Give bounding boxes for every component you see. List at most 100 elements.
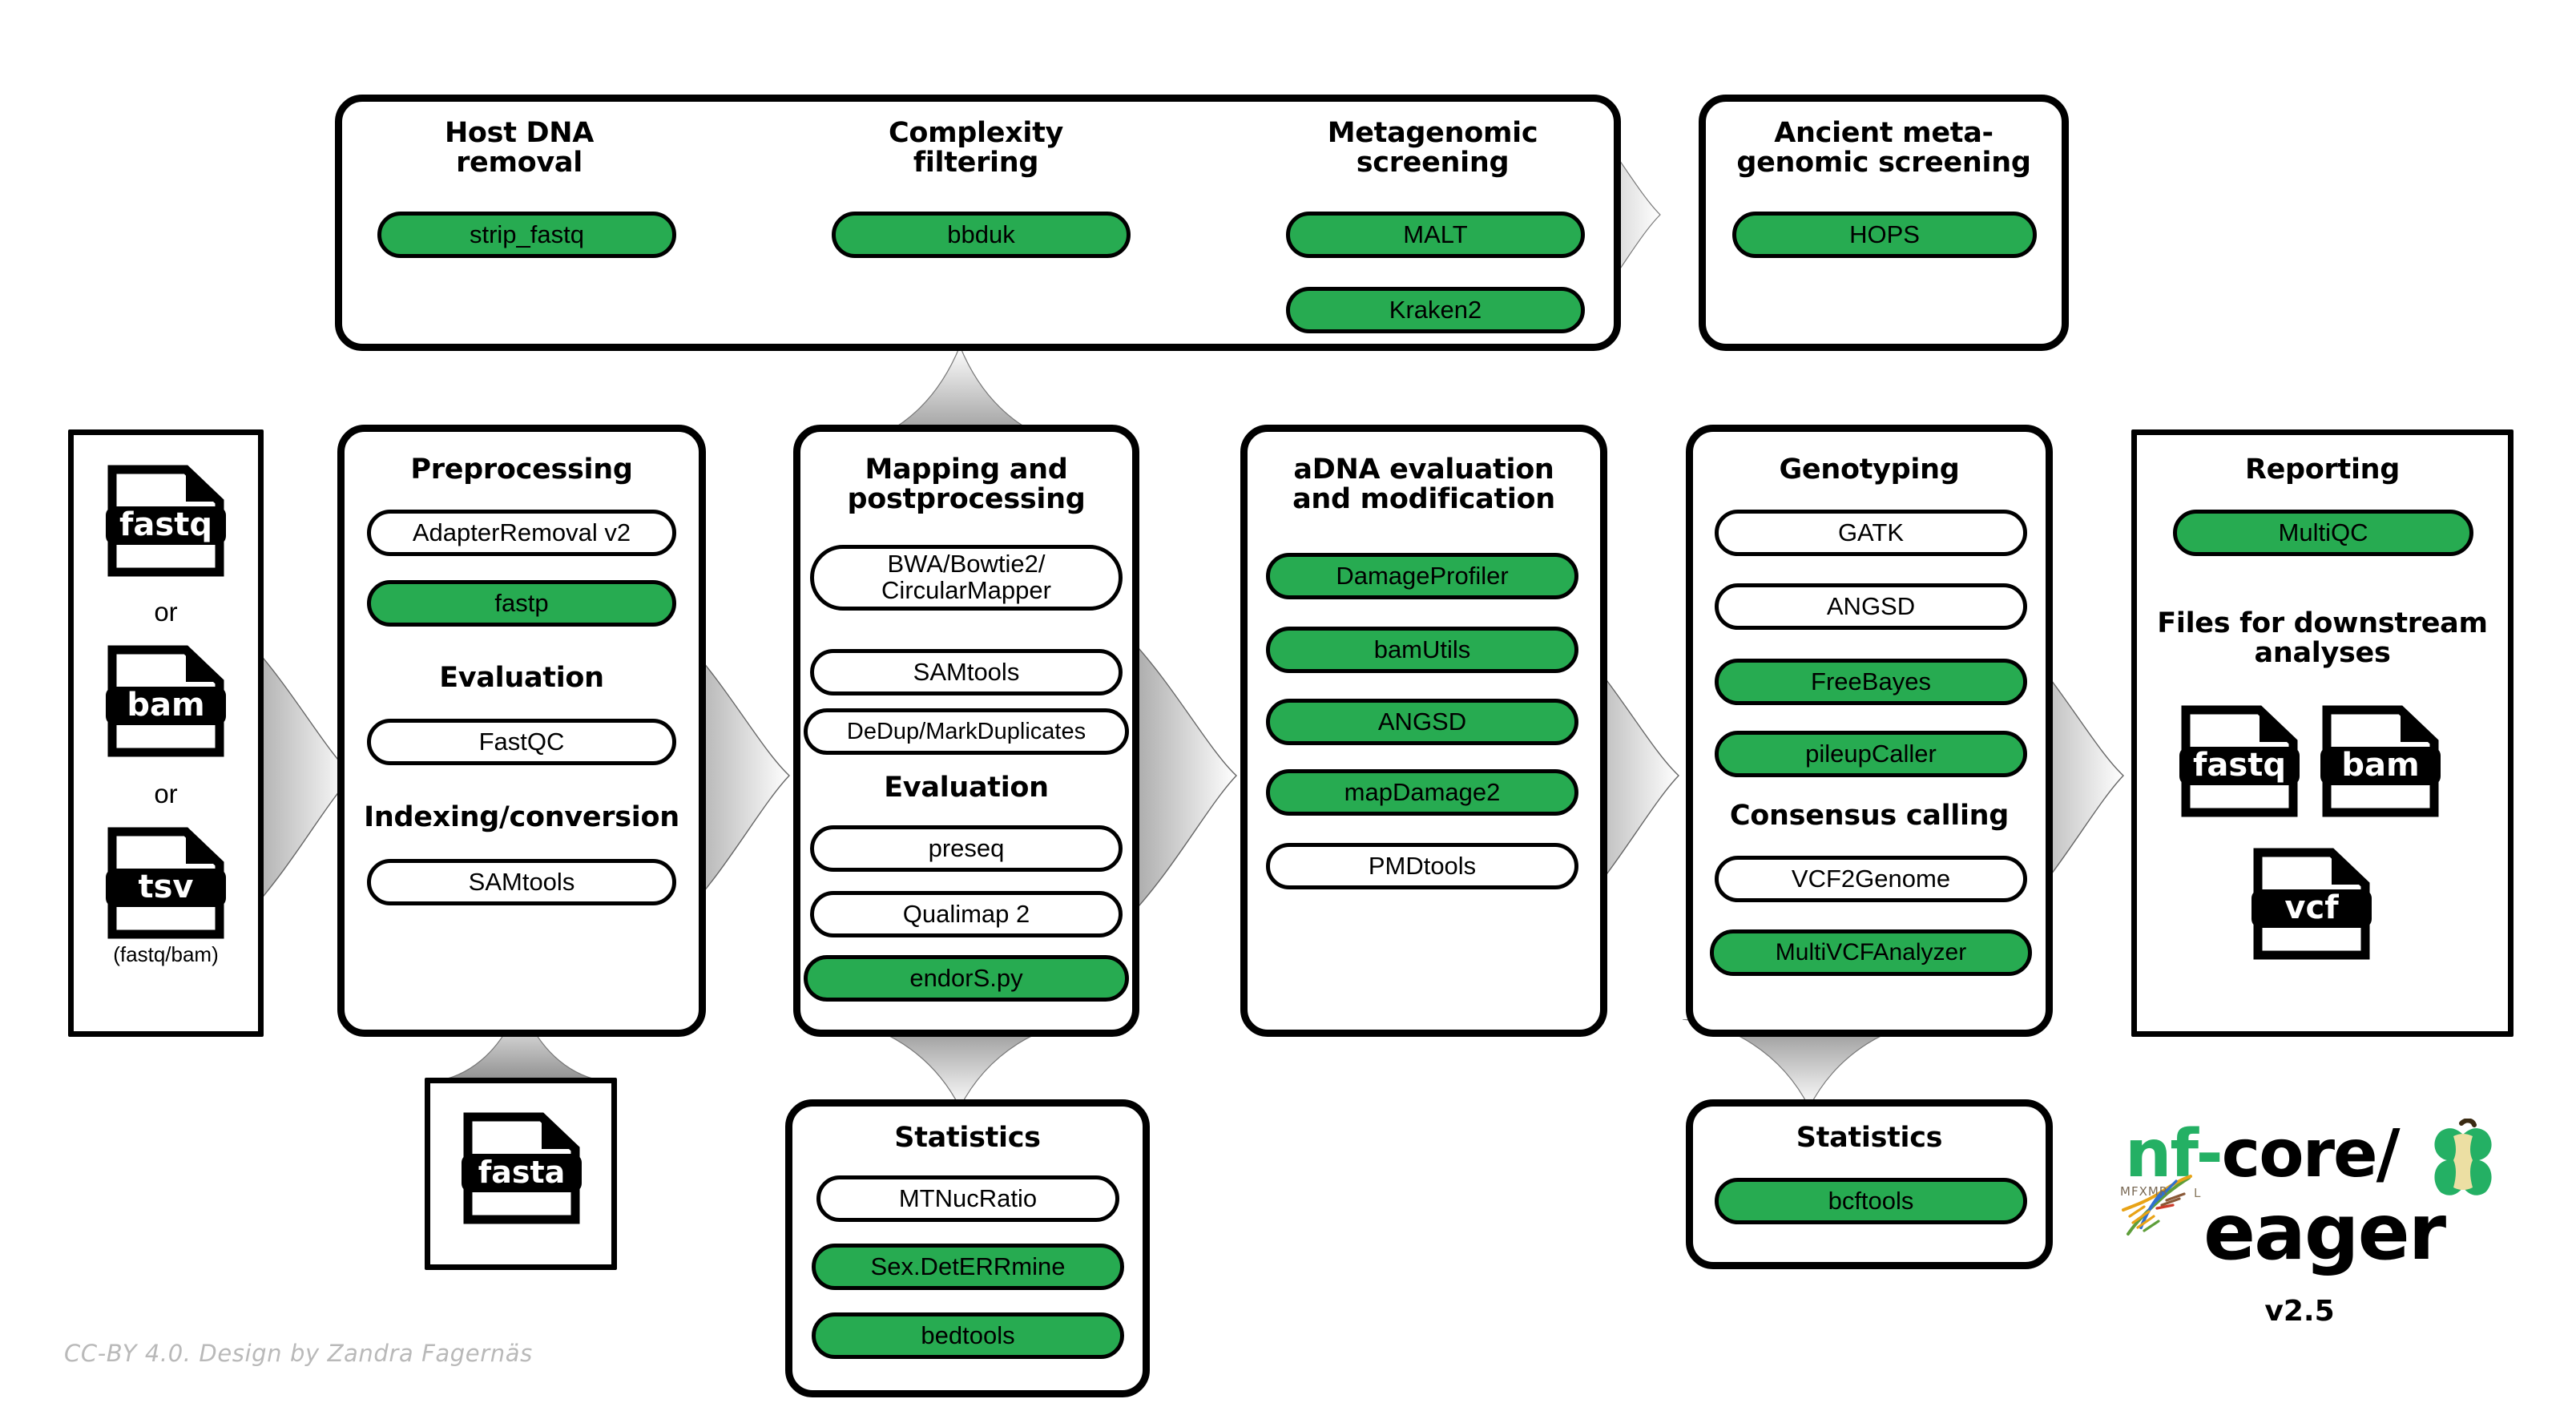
tool-pill-strip-fastq[interactable]: strip_fastq bbox=[377, 212, 676, 258]
tool-pill-adapterremoval[interactable]: AdapterRemoval v2 bbox=[367, 510, 676, 556]
tool-label: strip_fastq bbox=[469, 220, 584, 248]
svg-text:fastq: fastq bbox=[119, 506, 212, 543]
tool-label: bamUtils bbox=[1373, 635, 1471, 663]
tool-label: MultiQC bbox=[2278, 518, 2368, 546]
header-line-2: genomic screening bbox=[1736, 147, 2031, 179]
header-line-1: Complexity bbox=[888, 117, 1064, 149]
header-line-2: removal bbox=[456, 147, 583, 179]
file-icon-bam: bam bbox=[106, 645, 226, 757]
section-header-consensus-calling: Consensus calling bbox=[1729, 800, 2010, 832]
statistics-genotyping-header: Statistics bbox=[1796, 1122, 1943, 1154]
tool-pill-hops[interactable]: HOPS bbox=[1732, 212, 2037, 258]
tool-label: ANGSD bbox=[1377, 707, 1467, 736]
tool-pill-sex-deterrmine[interactable]: Sex.DetERRmine bbox=[812, 1244, 1124, 1290]
tool-label: DeDup/MarkDuplicates bbox=[846, 718, 1086, 744]
credit-text: CC-BY 4.0. Design by Zandra Fagernäs bbox=[64, 1340, 533, 1367]
tool-label: FreeBayes bbox=[1811, 667, 1931, 695]
svg-text:vcf: vcf bbox=[2284, 889, 2339, 926]
header-line-2: screening bbox=[1356, 147, 1510, 179]
tool-label: Sex.DetERRmine bbox=[870, 1252, 1066, 1280]
ancient-screening-header: Ancient meta- genomic screening bbox=[1699, 118, 2069, 179]
tool-pill-pileupcaller[interactable]: pileupCaller bbox=[1715, 731, 2027, 777]
tool-pill-angsd-adna[interactable]: ANGSD bbox=[1266, 699, 1578, 745]
file-icon-fastq: fastq bbox=[106, 465, 226, 577]
column-header-mapping: Mapping and postprocessing bbox=[793, 454, 1139, 515]
tool-pill-multiqc[interactable]: MultiQC bbox=[2173, 510, 2473, 556]
tool-pill-bedtools[interactable]: bedtools bbox=[812, 1312, 1124, 1359]
tool-label: AdapterRemoval v2 bbox=[412, 518, 631, 546]
input-tsv-note: (fastq/bam) bbox=[113, 942, 219, 966]
tool-pill-multivcfanalyzer[interactable]: MultiVCFAnalyzer bbox=[1710, 929, 2032, 976]
section-header-files-downstream: Files for downstream analyses bbox=[2131, 608, 2514, 670]
tool-pill-endors-py[interactable]: endorS.py bbox=[804, 955, 1129, 1002]
logo-core-suffix: core/ bbox=[2221, 1116, 2401, 1192]
tool-label: bedtools bbox=[921, 1320, 1015, 1349]
tool-label: SAMtools bbox=[468, 867, 575, 896]
input-or-label-2: or bbox=[154, 779, 178, 808]
tool-pill-freebayes[interactable]: FreeBayes bbox=[1715, 659, 2027, 705]
tool-pill-samtools-preprocessing[interactable]: SAMtools bbox=[367, 859, 676, 905]
tool-label: SAMtools bbox=[913, 657, 1020, 686]
tool-pill-gatk[interactable]: GATK bbox=[1715, 510, 2027, 556]
tool-label: bbduk bbox=[947, 220, 1015, 248]
svg-text:bam: bam bbox=[2341, 747, 2419, 784]
reference-fasta-box bbox=[425, 1078, 617, 1270]
logo-version: v2.5 bbox=[2264, 1295, 2335, 1328]
input-or-label-1: or bbox=[154, 597, 178, 627]
tool-pill-mtnucratio[interactable]: MTNucRatio bbox=[816, 1175, 1119, 1222]
tool-label: VCF2Genome bbox=[1791, 864, 1951, 893]
arrow-preprocessing-to-mapping bbox=[685, 641, 793, 913]
dna-helix-icon: MFXMR L bbox=[2117, 1171, 2213, 1244]
tool-pill-malt[interactable]: MALT bbox=[1286, 212, 1585, 258]
tool-label: pileupCaller bbox=[1805, 739, 1937, 768]
column-header-adna: aDNA evaluation and modification bbox=[1240, 454, 1607, 515]
tool-pill-angsd-genotyping[interactable]: ANGSD bbox=[1715, 583, 2027, 630]
svg-text:bam: bam bbox=[127, 687, 204, 724]
apple-core-icon bbox=[2426, 1118, 2500, 1203]
tool-pill-bcftools[interactable]: bcftools bbox=[1715, 1178, 2027, 1224]
header-line-1: Metagenomic bbox=[1327, 117, 1538, 149]
tool-label: Kraken2 bbox=[1389, 295, 1482, 324]
header-line-1: aDNA evaluation bbox=[1293, 454, 1554, 486]
logo-line-1: nf-core/ bbox=[2125, 1122, 2401, 1187]
header-line-2: filtering bbox=[913, 147, 1039, 179]
tool-pill-bamutils[interactable]: bamUtils bbox=[1266, 627, 1578, 673]
tool-pill-qualimap2[interactable]: Qualimap 2 bbox=[810, 891, 1123, 937]
tool-pill-damageprofiler[interactable]: DamageProfiler bbox=[1266, 553, 1578, 599]
tool-label: Qualimap 2 bbox=[902, 899, 1030, 928]
tool-label: fastp bbox=[494, 588, 549, 617]
svg-text:L: L bbox=[2194, 1186, 2201, 1200]
logo-line-2: eager bbox=[2203, 1187, 2446, 1277]
section-header-indexing-conversion: Indexing/conversion bbox=[364, 801, 679, 833]
tool-pill-bwa-bowtie2-circularmapper[interactable]: BWA/Bowtie2/ CircularMapper bbox=[810, 545, 1123, 611]
screening-group-header-metagenomic: Metagenomic screening bbox=[1280, 117, 1585, 179]
arrow-mapping-to-adna bbox=[1132, 641, 1240, 913]
tool-label: mapDamage2 bbox=[1344, 777, 1501, 806]
tool-pill-vcf2genome[interactable]: VCF2Genome bbox=[1715, 856, 2027, 902]
tool-label: PMDtools bbox=[1368, 851, 1477, 880]
tool-pill-kraken2[interactable]: Kraken2 bbox=[1286, 287, 1585, 333]
tool-label-line-2: CircularMapper bbox=[881, 576, 1051, 604]
tool-pill-samtools-mapping[interactable]: SAMtools bbox=[810, 649, 1123, 695]
tool-label: preseq bbox=[928, 833, 1005, 862]
tool-label-line-1: BWA/Bowtie2/ bbox=[887, 550, 1046, 579]
tool-pill-dedup-markduplicates[interactable]: DeDup/MarkDuplicates bbox=[804, 708, 1129, 755]
tool-pill-preseq[interactable]: preseq bbox=[810, 825, 1123, 872]
tool-label: MultiVCFAnalyzer bbox=[1775, 939, 1967, 966]
tool-label: bcftools bbox=[1828, 1186, 1914, 1215]
tool-pill-bbduk[interactable]: bbduk bbox=[832, 212, 1131, 258]
header-line-1: Host DNA bbox=[444, 117, 595, 149]
tool-pill-fastqc[interactable]: FastQC bbox=[367, 719, 676, 765]
tool-pill-pmdtools[interactable]: PMDtools bbox=[1266, 843, 1578, 889]
nf-core-eager-logo: nf-core/ MFXMR bbox=[2107, 1118, 2540, 1354]
tool-pill-mapdamage2[interactable]: mapDamage2 bbox=[1266, 769, 1578, 816]
svg-text:fasta: fasta bbox=[478, 1155, 566, 1190]
column-header-preprocessing: Preprocessing bbox=[410, 454, 633, 486]
tool-pill-fastp[interactable]: fastp bbox=[367, 580, 676, 627]
tool-label: MTNucRatio bbox=[898, 1183, 1038, 1212]
header-line-2: analyses bbox=[2254, 637, 2391, 670]
file-icon-output-fastq: fastq bbox=[2179, 705, 2300, 817]
tool-label: endorS.py bbox=[909, 963, 1023, 992]
statistics-mapping-header: Statistics bbox=[894, 1122, 1041, 1154]
tool-label: ANGSD bbox=[1826, 591, 1916, 620]
